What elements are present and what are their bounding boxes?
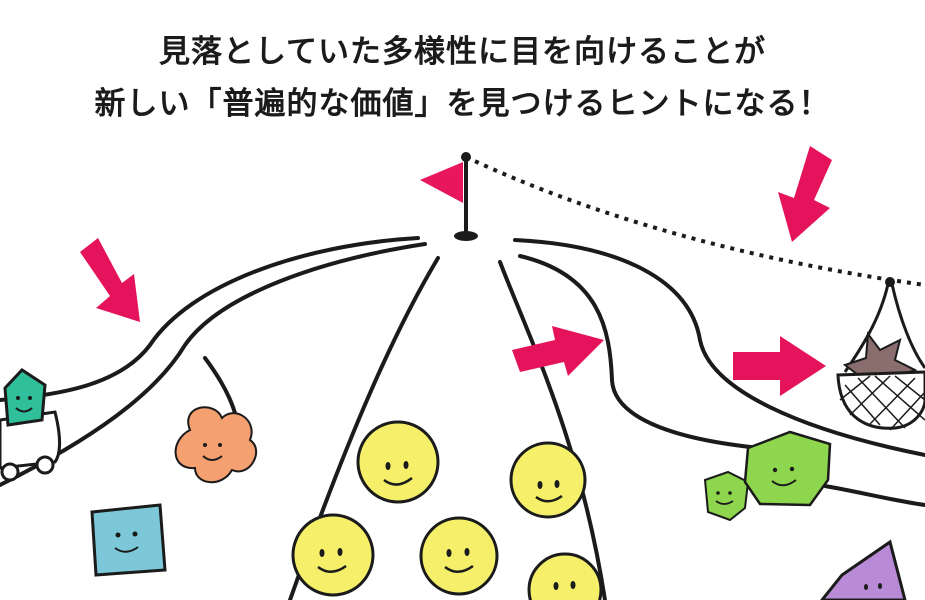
arrow-icon [80, 238, 140, 322]
flag-icon [420, 152, 478, 241]
green-blob-small-character [703, 470, 750, 522]
smiley-face-icon [356, 420, 440, 504]
arrows [80, 146, 832, 396]
cart-icon [0, 410, 61, 482]
arrow-icon [512, 326, 604, 376]
path-left-2 [0, 242, 427, 487]
headline: 見落としていた多様性に目を向けることが 新しい「普遍的な価値」を見つけるヒントに… [0, 26, 925, 130]
smiley-face-icon [509, 441, 587, 519]
orange-blob-character [174, 406, 257, 484]
smiley-face-icon [291, 513, 375, 597]
headline-line-1: 見落としていた多様性に目を向けることが [158, 34, 767, 70]
path-center-right [498, 260, 607, 600]
smiley-face-icon [419, 516, 499, 596]
smiley-group [291, 420, 603, 600]
headline-line-2: 新しい「普遍的な価値」を見つけるヒントになる！ [94, 86, 831, 122]
path-right-2 [513, 238, 925, 457]
blue-square-character [90, 503, 167, 577]
dotted-rope [465, 155, 925, 287]
path-right-1 [518, 254, 762, 450]
teal-pentagon-character [3, 368, 47, 427]
basket-icon [836, 277, 925, 431]
green-blob-large-character [743, 430, 832, 507]
path-far-left [0, 236, 420, 402]
smiley-face-icon [527, 552, 603, 600]
path-right-3 [823, 484, 925, 507]
purple-shape-character [820, 539, 907, 600]
arrow-icon [778, 146, 832, 242]
arrow-icon [733, 336, 826, 396]
